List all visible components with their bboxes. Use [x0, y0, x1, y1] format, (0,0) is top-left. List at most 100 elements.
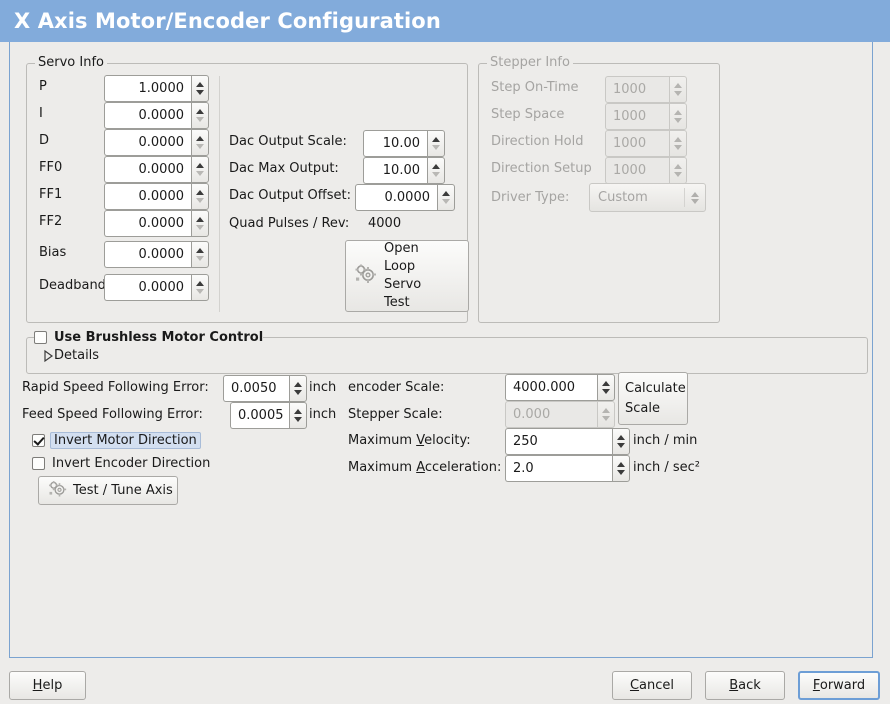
direction-hold-spinner: 1000	[605, 130, 687, 157]
maximum-acceleration-value[interactable]: 2.0	[505, 455, 612, 482]
servo-deadband-spinner[interactable]: 0.0000	[104, 274, 209, 301]
forward-button[interactable]: Forward	[798, 671, 880, 700]
step-space-stepper-buttons	[669, 103, 687, 130]
servo-bias-value[interactable]: 0.0000	[104, 241, 191, 268]
direction-setup-label: Direction Setup	[491, 161, 592, 176]
dac-output-offset-spinner[interactable]: 0.0000	[355, 184, 455, 211]
test-tune-axis-label: Test / Tune Axis	[73, 483, 173, 498]
direction-setup-stepper-buttons	[669, 157, 687, 184]
checkbox-box[interactable]	[32, 434, 45, 447]
feed-speed-following-error-spinner[interactable]: 0.0005	[230, 402, 307, 429]
feed-speed-following-error-value[interactable]: 0.0005	[230, 402, 290, 429]
servo-p-stepper-buttons[interactable]	[191, 75, 209, 102]
encoder-scale-value[interactable]: 4000.000	[505, 374, 597, 401]
use-brushless-motor-control-checkbox[interactable]: Use Brushless Motor Control	[34, 330, 263, 345]
back-button-label: Back	[729, 678, 761, 693]
forward-button-label: Forward	[812, 678, 866, 693]
open-loop-line-1: Open	[384, 241, 419, 256]
dac-output-scale-stepper-buttons[interactable]	[427, 130, 445, 157]
maximum-velocity-label: Maximum Velocity:	[348, 433, 471, 448]
window-title: X Axis Motor/Encoder Configuration	[14, 9, 441, 33]
dac-max-output-stepper-buttons[interactable]	[427, 157, 445, 184]
help-button[interactable]: Help	[9, 671, 86, 700]
brushless-motor-frame: Details	[26, 330, 868, 374]
test-tune-axis-button[interactable]: Test / Tune Axis	[38, 476, 178, 505]
maximum-velocity-value[interactable]: 250	[505, 428, 612, 455]
servo-row-label-bias: Bias	[39, 245, 67, 260]
servo-deadband-stepper-buttons[interactable]	[191, 274, 209, 301]
open-loop-servo-test-button[interactable]: Open Loop Servo Test	[345, 240, 469, 312]
servo-i-value[interactable]: 0.0000	[104, 102, 191, 129]
checkbox-box[interactable]	[34, 331, 47, 344]
servo-ff1-stepper-buttons[interactable]	[191, 183, 209, 210]
encoder-scale-stepper-buttons[interactable]	[597, 374, 615, 401]
servo-ff1-value[interactable]: 0.0000	[104, 183, 191, 210]
encoder-scale-spinner[interactable]: 4000.000	[505, 374, 615, 401]
servo-ff1-spinner[interactable]: 0.0000	[104, 183, 209, 210]
servo-p-spinner[interactable]: 1.0000	[104, 75, 209, 102]
servo-d-value[interactable]: 0.0000	[104, 129, 191, 156]
stepper-scale-stepper-buttons	[597, 401, 615, 428]
rapid-speed-following-error-value[interactable]: 0.0050	[223, 375, 289, 402]
servo-ff0-value[interactable]: 0.0000	[104, 156, 191, 183]
direction-hold-stepper-buttons	[669, 130, 687, 157]
maximum-velocity-spinner[interactable]: 250	[505, 428, 630, 455]
quad-pulses-value: 4000	[368, 216, 402, 231]
step-space-label: Step Space	[491, 107, 565, 122]
dac-output-offset-value[interactable]: 0.0000	[355, 184, 437, 211]
servo-p-value[interactable]: 1.0000	[104, 75, 191, 102]
rapid-speed-unit: inch	[309, 380, 337, 395]
servo-bias-spinner[interactable]: 0.0000	[104, 241, 209, 268]
encoder-scale-label: encoder Scale:	[348, 380, 445, 395]
calculate-scale-label: Calculate Scale	[625, 379, 686, 419]
servo-row-label-ff2: FF2	[39, 214, 63, 229]
servo-row-label-i: I	[39, 106, 43, 121]
servo-i-stepper-buttons[interactable]	[191, 102, 209, 129]
use-brushless-motor-control-label: Use Brushless Motor Control	[54, 330, 264, 345]
servo-d-spinner[interactable]: 0.0000	[104, 129, 209, 156]
driver-type-value: Custom	[598, 190, 648, 205]
step-on-time-value: 1000	[605, 76, 669, 103]
calculate-scale-button[interactable]: Calculate Scale	[618, 372, 688, 425]
maximum-acceleration-unit: inch / sec²	[633, 460, 701, 475]
stepper-scale-value: 0.000	[505, 401, 597, 428]
maximum-velocity-stepper-buttons[interactable]	[612, 428, 630, 455]
driver-type-label: Driver Type:	[491, 190, 570, 205]
servo-info-frame: Servo Info P I D FF0 FF1 FF2 Bias Deadba…	[26, 56, 469, 323]
dac-output-offset-stepper-buttons[interactable]	[437, 184, 455, 211]
dac-max-output-value[interactable]: 10.00	[363, 157, 427, 184]
servo-ff0-spinner[interactable]: 0.0000	[104, 156, 209, 183]
servo-ff2-stepper-buttons[interactable]	[191, 210, 209, 237]
feed-speed-stepper-buttons[interactable]	[289, 402, 307, 429]
direction-setup-spinner: 1000	[605, 157, 687, 184]
details-expander[interactable]: Details	[36, 348, 99, 363]
rapid-speed-following-error-spinner[interactable]: 0.0050	[223, 375, 307, 402]
servo-i-spinner[interactable]: 0.0000	[104, 102, 209, 129]
calculate-scale-line-1: Calculate	[625, 380, 686, 396]
servo-row-label-deadband: Deadband	[39, 278, 106, 293]
dac-output-scale-value[interactable]: 10.00	[363, 130, 427, 157]
servo-ff0-stepper-buttons[interactable]	[191, 156, 209, 183]
back-button[interactable]: Back	[705, 671, 785, 700]
servo-d-stepper-buttons[interactable]	[191, 129, 209, 156]
open-loop-line-3: Servo	[384, 277, 422, 292]
window-title-bar: X Axis Motor/Encoder Configuration	[0, 0, 890, 42]
quad-pulses-label: Quad Pulses / Rev:	[229, 216, 350, 231]
invert-motor-direction-checkbox[interactable]: Invert Motor Direction	[32, 432, 201, 449]
cancel-button[interactable]: Cancel	[612, 671, 692, 700]
servo-ff2-spinner[interactable]: 0.0000	[104, 210, 209, 237]
dac-max-output-spinner[interactable]: 10.00	[363, 157, 445, 184]
direction-setup-value: 1000	[605, 157, 669, 184]
dac-output-scale-spinner[interactable]: 10.00	[363, 130, 445, 157]
servo-ff2-value[interactable]: 0.0000	[104, 210, 191, 237]
stepper-scale-spinner: 0.000	[505, 401, 615, 428]
maximum-acceleration-stepper-buttons[interactable]	[612, 455, 630, 482]
checkbox-box[interactable]	[32, 457, 45, 470]
servo-deadband-value[interactable]: 0.0000	[104, 274, 191, 301]
invert-encoder-direction-checkbox[interactable]: Invert Encoder Direction	[32, 456, 210, 471]
servo-row-label-ff0: FF0	[39, 160, 63, 175]
rapid-speed-stepper-buttons[interactable]	[289, 375, 307, 402]
open-loop-line-2: Loop	[384, 259, 416, 274]
servo-bias-stepper-buttons[interactable]	[191, 241, 209, 268]
maximum-acceleration-spinner[interactable]: 2.0	[505, 455, 630, 482]
